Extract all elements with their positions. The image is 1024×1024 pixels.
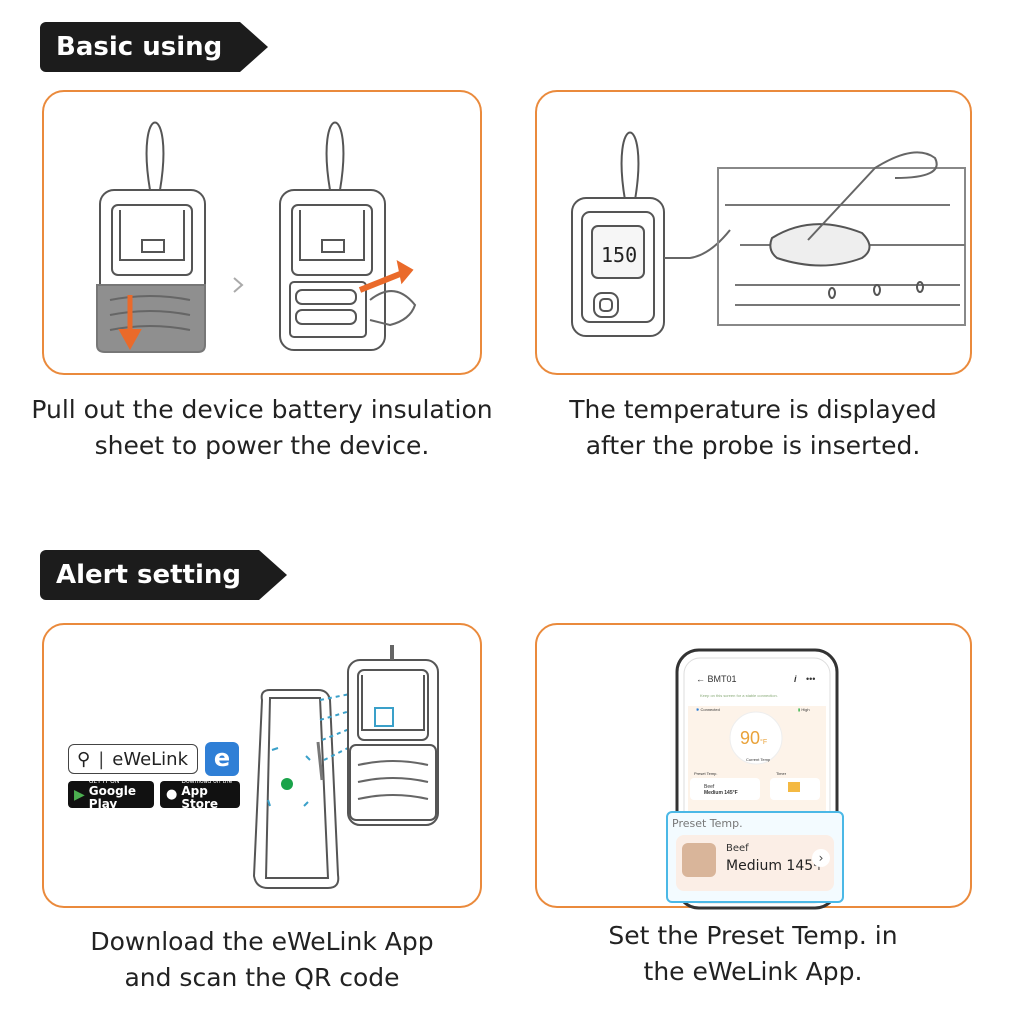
- connection-status: ✱ Connected: [696, 707, 720, 712]
- ewelink-app-icon: e: [205, 742, 239, 776]
- search-icon: ⚲: [77, 748, 91, 770]
- google-play-icon: ▶: [74, 786, 85, 803]
- preset-meat: Beef: [726, 843, 749, 854]
- preset-card[interactable]: Beef Medium 145°F ›: [676, 835, 834, 891]
- app-notice: Keep on this screen for a stable connect…: [700, 693, 778, 698]
- caption-line: Set the Preset Temp. in: [608, 921, 898, 950]
- caption-line: the eWeLink App.: [643, 957, 863, 986]
- device-name: BMT01: [707, 674, 737, 684]
- current-temp-label: Current Temp: [746, 757, 771, 762]
- badge-big-text: App Store: [181, 784, 219, 811]
- caption-line: The temperature is displayed: [569, 395, 937, 424]
- preset-level: Medium 145°F: [726, 858, 823, 874]
- section-title: Basic using: [40, 22, 241, 72]
- caption-line: Pull out the device battery insulation: [31, 395, 493, 424]
- current-temp-value: 90: [740, 728, 761, 748]
- app-search-box: ⚲ | eWeLink: [68, 744, 198, 774]
- app-preset-level: Medium 145°F: [704, 790, 738, 796]
- more-menu-icon[interactable]: •••: [806, 674, 816, 684]
- preset-temp-label: Preset Temp.: [694, 771, 718, 776]
- caption-line: sheet to power the device.: [94, 431, 430, 460]
- search-text: eWeLink: [112, 748, 189, 770]
- app-preset-card[interactable]: Beef Medium 145°F: [704, 784, 738, 796]
- app-header: ← BMT01 i •••: [696, 674, 826, 684]
- app-preset-meat: Beef: [704, 784, 715, 790]
- badge-small-text: Download on the: [181, 778, 233, 785]
- caption-line: after the probe is inserted.: [585, 431, 921, 460]
- badge-big-text: Google Play: [88, 784, 136, 811]
- panel-battery-illustration: [42, 90, 482, 375]
- caption-line: Download the eWeLink App: [90, 927, 434, 956]
- current-temp-unit: °F: [760, 739, 768, 746]
- current-temp: 90°F: [740, 728, 767, 749]
- battery-status: ▮ High: [798, 707, 810, 712]
- section-tag-basic-using: Basic using: [40, 22, 269, 72]
- timer-label: Timer: [776, 771, 787, 776]
- info-icon[interactable]: i: [794, 674, 797, 684]
- bluetooth-icon: ✱: [696, 707, 700, 712]
- battery-level: High: [801, 707, 810, 712]
- caption-battery: Pull out the device battery insulation s…: [20, 392, 504, 464]
- back-arrow-icon[interactable]: ←: [696, 674, 705, 684]
- status-text: Connected: [700, 707, 720, 712]
- chevron-right-icon[interactable]: ›: [812, 849, 830, 867]
- google-play-badge: ▶ GET IT ON Google Play: [68, 778, 154, 811]
- preset-temp-popup: Preset Temp. Beef Medium 145°F ›: [666, 811, 844, 903]
- panel-temperature-illustration: [535, 90, 972, 375]
- caption-download: Download the eWeLink App and scan the QR…: [20, 924, 504, 996]
- search-separator: |: [98, 748, 105, 770]
- beef-icon: [682, 843, 716, 877]
- section-title: Alert setting: [40, 550, 259, 600]
- section-tag-alert-setting: Alert setting: [40, 550, 287, 600]
- caption-preset: Set the Preset Temp. in the eWeLink App.: [510, 918, 996, 990]
- app-store-badge: ● Download on the App Store: [160, 778, 240, 811]
- tag-arrow: [258, 550, 287, 600]
- tag-arrow: [240, 22, 269, 72]
- caption-temperature: The temperature is displayed after the p…: [510, 392, 996, 464]
- caption-line: and scan the QR code: [124, 963, 400, 992]
- badge-small-text: GET IT ON: [88, 778, 120, 785]
- apple-icon: ●: [166, 787, 178, 802]
- popup-title: Preset Temp.: [672, 817, 743, 830]
- battery-icon: ▮: [798, 707, 801, 712]
